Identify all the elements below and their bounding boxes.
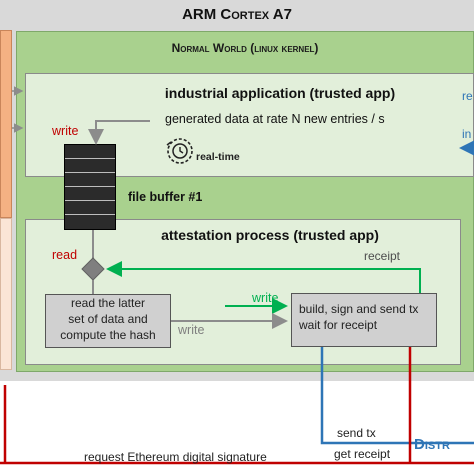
buffer-slot [65,187,115,201]
right-fragment-1: re [462,89,473,103]
receipt-label: receipt [364,249,401,263]
read-label: read [52,248,78,262]
send-tx-label: send tx [337,426,376,440]
buffer-slot [65,145,115,159]
read-box-line-3: compute the hash [60,328,156,342]
gray-write-label: write [178,323,205,337]
buffer-slot [65,173,115,187]
industrial-app-title: industrial application (trusted app) [164,85,396,101]
industrial-app-subtitle: generated data at rate N new entries / s [165,112,385,126]
build-box-line-2: wait for receipt [299,318,378,332]
distr-fragment: Distr [414,436,450,453]
left-pink-strip [0,218,12,370]
write-in-label: write [52,124,79,138]
right-fragment-2: in [462,127,472,141]
buffer-slot [65,159,115,173]
buffer-slot [65,201,115,215]
build-box-line-1: build, sign and send tx [299,302,419,316]
file-buffer-stack [64,144,116,230]
left-orange-strip [0,30,12,218]
arm-title-prefix: ARM [182,6,221,23]
read-hash-box [45,294,171,348]
request-signature-label: request Ethereum digital signature [84,450,267,464]
green-write-label: write [252,291,279,305]
arm-title-smallcaps: Cortex A7 [220,6,292,23]
read-box-line-1: read the latter [70,296,146,310]
realtime-label: real-time [196,151,240,163]
read-diamond [81,257,105,281]
realtime-gear-icon [166,138,193,164]
write-arrow [88,120,150,145]
read-box-line-2: set of data and [68,312,148,326]
receipt-arrow [106,261,421,293]
build-sign-box [291,293,437,347]
get-receipt-label: get receipt [334,447,391,461]
send-tx-line [320,347,474,445]
file-buffer-label: file buffer #1 [128,190,203,204]
attestation-title: attestation process (trusted app) [161,227,379,243]
normal-world-title: Normal World (linux kernel) [171,41,319,55]
arm-cortex-title: ARM Cortex A7 [0,6,474,23]
